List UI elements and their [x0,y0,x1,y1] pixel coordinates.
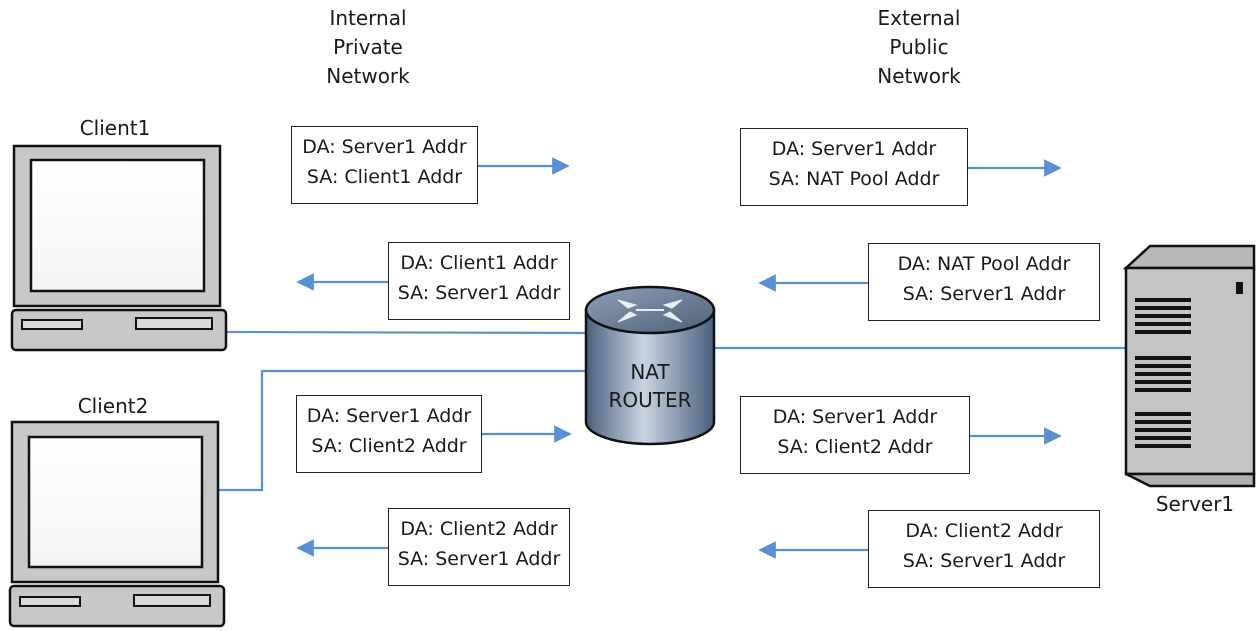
packet-sa: SA: NAT Pool Addr [768,168,940,190]
packet-da: DA: Server1 Addr [772,406,938,428]
packet-da: DA: Server1 Addr [302,136,467,158]
header-line: Public [889,35,949,59]
router-label: NAT ROUTER [596,358,704,414]
packet-da: DA: Client1 Addr [400,252,558,274]
packet-da: DA: Server1 Addr [306,405,472,427]
packet-sa: SA: Server1 Addr [397,548,561,570]
packet-c2-out-internal: DA: Server1 Addr SA: Client2 Addr [296,395,482,473]
packet-sa: SA: Server1 Addr [902,550,1066,572]
header-line: Internal [329,6,407,30]
packet-c2-in-internal: DA: Client2 Addr SA: Server1 Addr [388,508,570,586]
router-label-line: NAT [630,360,670,384]
header-line: Network [877,64,961,88]
packet-da: DA: NAT Pool Addr [897,253,1071,275]
packet-c1-out-internal: DA: Server1 Addr SA: Client1 Addr [291,126,478,204]
client1-computer-icon [10,144,228,352]
header-line: External [877,6,961,30]
packet-sa: SA: Client2 Addr [311,435,467,457]
packet-da: DA: Client2 Addr [400,518,558,540]
packet-c1-in-internal: DA: Client1 Addr SA: Server1 Addr [388,242,570,320]
client2-label: Client2 [77,394,149,418]
nat-router-icon [584,285,716,446]
packet-da: DA: Client2 Addr [905,520,1063,542]
packet-sa: SA: Client2 Addr [777,436,933,458]
router-label-line: ROUTER [608,388,692,412]
packet-c2-out-external: DA: Server1 Addr SA: Client2 Addr [740,396,970,474]
packet-c2-in-external: DA: Client2 Addr SA: Server1 Addr [868,510,1100,588]
client2-computer-icon [8,420,226,628]
client1-label: Client1 [79,116,151,140]
packet-da: DA: Server1 Addr [771,138,937,160]
server1-label: Server1 [1155,492,1235,516]
packet-c1-in-external: DA: NAT Pool Addr SA: Server1 Addr [868,243,1100,321]
header-line: Private [333,35,403,59]
external-network-header: External Public Network [839,4,999,91]
packet-arrows [296,157,1062,559]
client1-router-link [225,330,589,335]
packet-sa: SA: Server1 Addr [902,283,1066,305]
header-line: Network [326,64,410,88]
server1-tower-icon [1122,244,1256,488]
packet-c1-out-external: DA: Server1 Addr SA: NAT Pool Addr [740,128,968,206]
client2-router-link [216,369,588,492]
packet-sa: SA: Server1 Addr [397,282,561,304]
network-links [216,330,1126,492]
packet-sa: SA: Client1 Addr [306,166,463,188]
internal-network-header: Internal Private Network [288,4,448,91]
